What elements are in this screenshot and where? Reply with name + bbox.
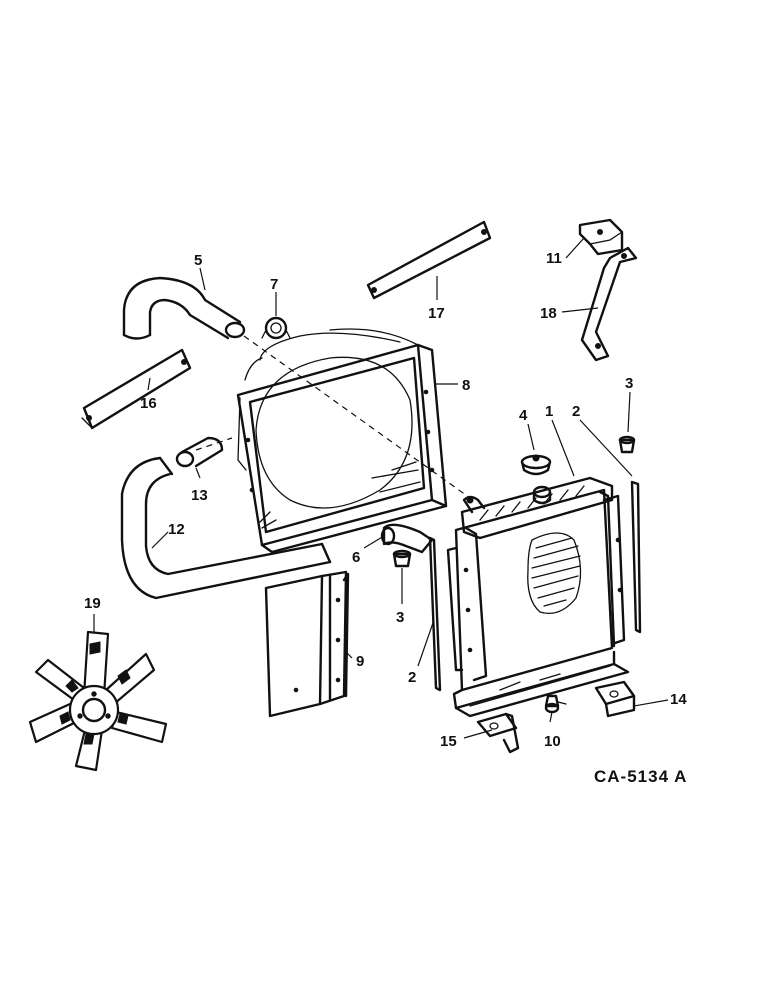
callout-15: 15 — [440, 733, 457, 750]
part-bracket-11 — [578, 218, 624, 256]
reference-code: CA-5134 A — [594, 767, 687, 786]
part-seal-strip-left — [428, 536, 442, 692]
part-fan — [28, 630, 168, 772]
part-lower-shroud — [264, 570, 350, 718]
part-seal-strip-right — [630, 480, 642, 634]
callout-6: 6 — [352, 549, 360, 566]
part-support-rod-18 — [580, 246, 638, 362]
callout-17: 17 — [428, 305, 445, 322]
callout-3-left: 3 — [396, 609, 404, 626]
callout-9: 9 — [356, 653, 364, 670]
callout-5: 5 — [194, 252, 202, 269]
callout-2-right: 2 — [572, 403, 580, 420]
part-small-hose — [175, 436, 224, 468]
alignment-line-upper-hose — [243, 335, 471, 499]
callout-19: 19 — [84, 595, 101, 612]
callout-11: 11 — [546, 250, 562, 267]
part-hose-clamp — [261, 316, 291, 340]
callout-4: 4 — [519, 407, 528, 424]
callout-7: 7 — [270, 276, 278, 293]
part-radiator-cap — [520, 454, 552, 476]
part-grommet-left — [392, 549, 412, 568]
part-lower-hose — [120, 456, 332, 600]
callout-10: 10 — [544, 733, 561, 750]
part-drain-cock — [544, 694, 567, 714]
callout-18: 18 — [540, 305, 557, 322]
leader-lines — [93, 237, 669, 739]
part-radiator — [446, 476, 630, 718]
part-mount-bracket-14 — [594, 680, 636, 718]
part-mount-bracket-15 — [476, 712, 520, 754]
callout-16: 16 — [140, 395, 157, 412]
part-hose-elbow — [380, 523, 434, 554]
callout-14: 14 — [670, 691, 687, 708]
part-upper-hose — [122, 276, 246, 340]
callout-13: 13 — [191, 487, 208, 504]
callout-1: 1 — [545, 403, 553, 420]
callout-8: 8 — [462, 377, 470, 394]
part-brace-16 — [81, 348, 192, 430]
part-brace-17 — [366, 220, 492, 300]
callout-2-left: 2 — [408, 669, 416, 686]
callout-12: 12 — [168, 521, 185, 538]
part-grommet-right — [618, 435, 636, 454]
callout-3-right: 3 — [625, 375, 633, 392]
part-fan-shroud — [236, 328, 448, 554]
